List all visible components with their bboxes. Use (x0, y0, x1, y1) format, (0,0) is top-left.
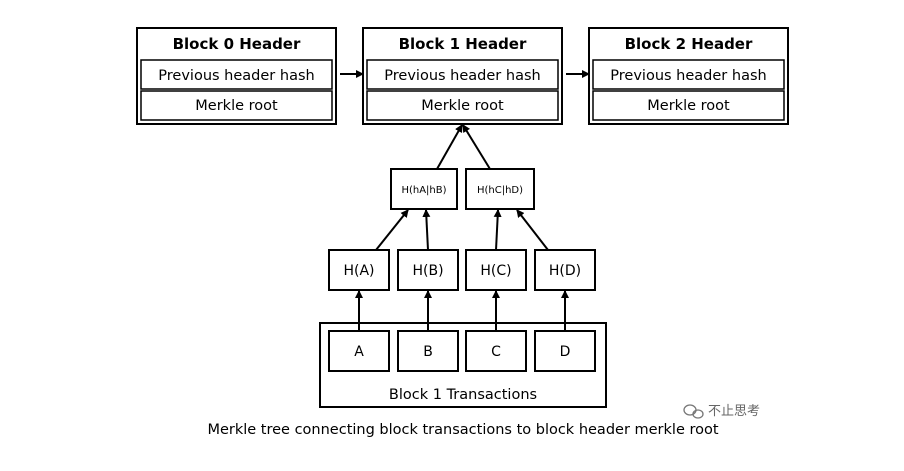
leaf-hash-c: H(C) (465, 249, 527, 291)
block-1-header-title: Block 1 Header (399, 35, 527, 53)
block-2-header-title: Block 2 Header (625, 35, 753, 53)
transaction-b-label: B (423, 344, 433, 360)
arrow-hc-to-cd (493, 209, 502, 251)
block-1-header: Block 1 Header Previous header hash Merk… (362, 27, 563, 125)
leaf-hash-d-label: H(D) (549, 263, 581, 279)
watermark: 不止思考 (683, 404, 760, 419)
leaf-hash-d: H(D) (534, 249, 596, 291)
arrow-hb-to-ab (422, 209, 431, 251)
transaction-a (328, 330, 390, 372)
block-2-prev-hash-field (592, 59, 785, 90)
arrow-hd-to-cd (516, 209, 549, 251)
block-0-merkle-root-label: Merkle root (195, 98, 278, 114)
leaf-hash-a: H(A) (328, 249, 390, 291)
transaction-b (397, 330, 459, 372)
wechat-icon (683, 404, 704, 419)
leaf-hash-a-label: H(A) (343, 263, 374, 279)
block-2-header: Block 2 Header Previous header hash Merk… (588, 27, 789, 125)
hash-node-cd: H(hC|hD) (465, 168, 535, 210)
arrow-ab-to-root (436, 124, 463, 170)
block-0-prev-hash-field (140, 59, 333, 90)
block-1-merkle-root-label: Merkle root (421, 98, 504, 114)
block-0-header-title: Block 0 Header (173, 35, 301, 53)
block-2-prev-hash-label: Previous header hash (610, 68, 766, 84)
transaction-c-label: C (491, 344, 501, 360)
diagram-caption: Merkle tree connecting block transaction… (207, 422, 718, 438)
arrow-ha-to-ab (375, 209, 409, 251)
block-2-merkle-root-field (592, 90, 785, 121)
block-0-header: Block 0 Header Previous header hash Merk… (136, 27, 337, 125)
watermark-text: 不止思考 (708, 404, 760, 419)
leaf-hash-b: H(B) (397, 249, 459, 291)
block-0-merkle-root-field (140, 90, 333, 121)
transaction-d-label: D (560, 344, 571, 360)
block-2-merkle-root-label: Merkle root (647, 98, 730, 114)
transactions-container: A B C D Block 1 Transactions (319, 322, 607, 408)
hash-node-ab: H(hA|hB) (390, 168, 458, 210)
block-1-prev-hash-field (366, 59, 559, 90)
transactions-label: Block 1 Transactions (389, 387, 537, 403)
block-0-prev-hash-label: Previous header hash (158, 68, 314, 84)
leaf-hash-c-label: H(C) (480, 263, 511, 279)
leaf-hash-b-label: H(B) (412, 263, 443, 279)
hash-node-cd-label: H(hC|hD) (477, 185, 523, 196)
block-1-prev-hash-label: Previous header hash (384, 68, 540, 84)
transaction-a-label: A (354, 344, 364, 360)
hash-node-ab-label: H(hA|hB) (401, 185, 446, 196)
arrow-cd-to-root (462, 124, 491, 170)
transaction-c (465, 330, 527, 372)
block-1-merkle-root-field (366, 90, 559, 121)
